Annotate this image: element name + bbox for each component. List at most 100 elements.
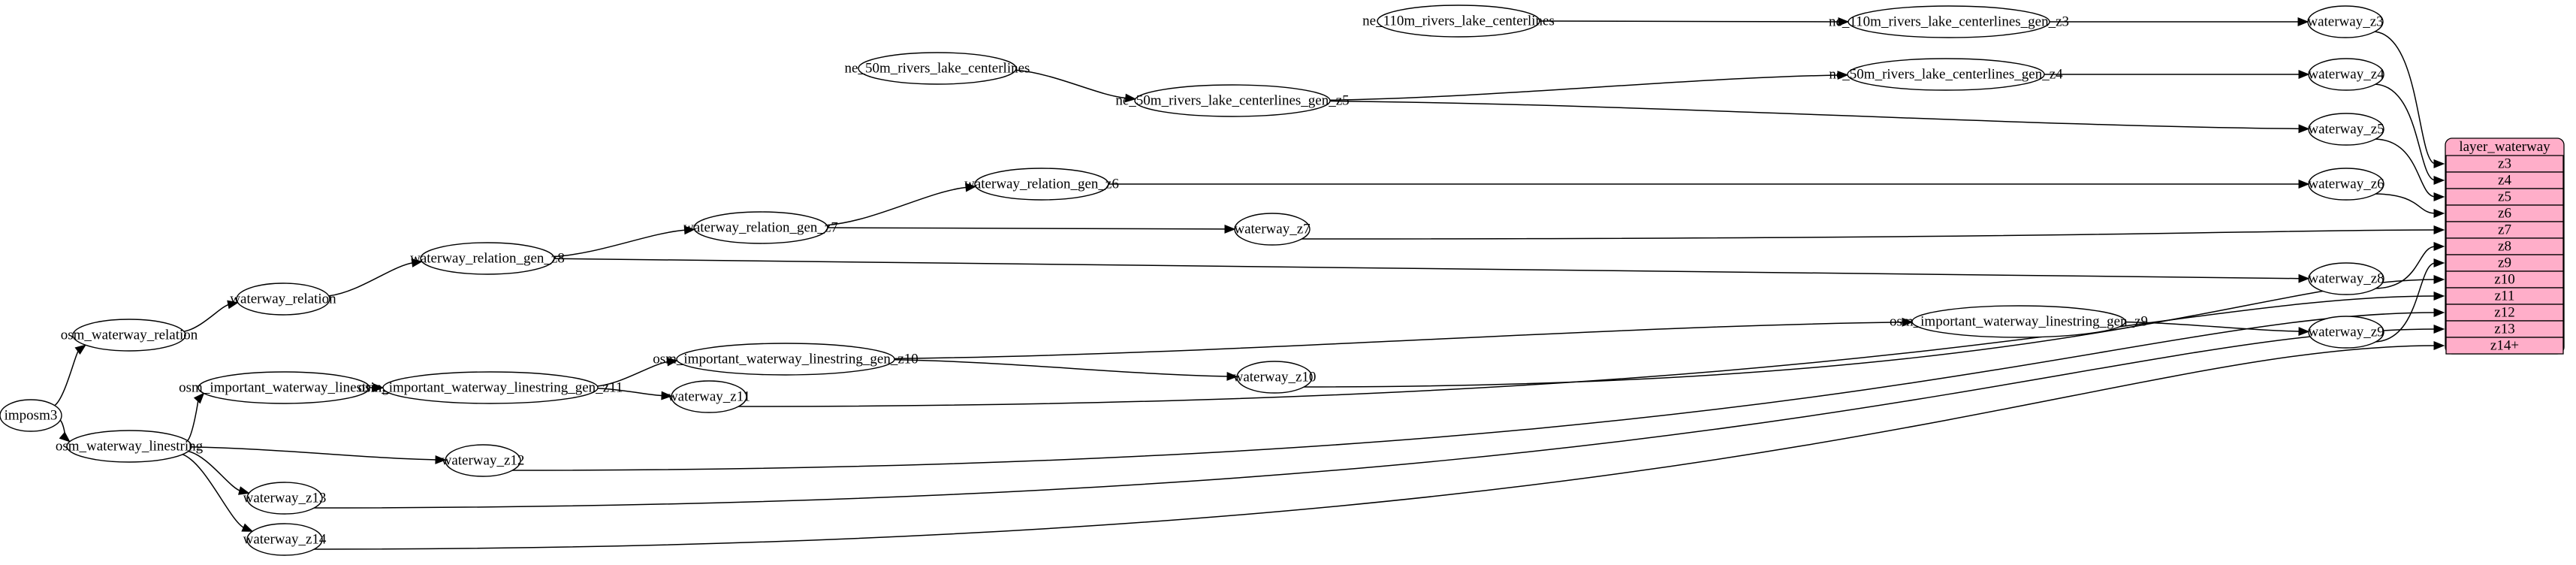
graph-node-waterway_relation_gen_z6[interactable]: waterway_relation_gen_z6 [964,168,1119,201]
layer-table-row-z11[interactable] [2445,287,2564,305]
layer-table-row-z5[interactable] [2445,188,2564,206]
graph-node-waterway_z3[interactable]: waterway_z3 [2307,5,2384,38]
graph-node-waterway_z12[interactable]: waterway_z12 [442,444,525,477]
node-ellipse-waterway_relation_gen_z7[interactable] [693,211,828,244]
layer-table-row-z7[interactable] [2445,221,2564,239]
edge-arrowhead-icon [2298,124,2310,134]
graph-node-ne_50m_rivers_lake_centerlines[interactable]: ne_50m_rivers_lake_centerlines [845,52,1030,85]
node-ellipse-waterway_z3[interactable] [2307,5,2384,38]
layer-table-row-z8[interactable] [2445,237,2564,255]
graph-node-osm_important_waterway_linestring_gen_z9[interactable]: osm_important_waterway_linestring_gen_z9 [1890,305,2148,338]
graph-node-waterway_z9[interactable]: waterway_z9 [2308,316,2384,349]
node-ellipse-ne_50m_rivers_lake_centerlines_gen_z5[interactable] [1134,84,1331,117]
edge-arrowhead-icon [2433,242,2445,251]
edge-osm_waterway_linestring-to-waterway_z14 [182,454,246,529]
node-ellipse-osm_important_waterway_linestring_gen_z11[interactable] [382,371,599,404]
graph-node-waterway_z4[interactable]: waterway_z4 [2308,58,2384,91]
node-ellipse-waterway_relation_gen_z6[interactable] [974,168,1109,201]
edge-waterway_z10-to-layer_waterway-z10 [1301,279,2436,388]
graph-node-ne_110m_rivers_lake_centerlines[interactable]: ne_110m_rivers_lake_centerlines [1362,5,1555,38]
edge-ne_50m_rivers_lake_centerlines-to-ne_50m_rivers_lake_centerlines_gen_z5 [1015,69,1127,99]
graph-node-waterway_z6[interactable]: waterway_z6 [2308,168,2384,201]
edge-arrowhead-icon [2433,341,2445,350]
graph-node-osm_waterway_linestring[interactable]: osm_waterway_linestring [56,430,204,463]
edge-arrowhead-icon [2433,275,2445,284]
graph-node-osm_important_waterway_linestring_gen_z10[interactable]: osm_important_waterway_linestring_gen_z1… [653,343,918,376]
layer-table-row-z3[interactable] [2445,155,2564,173]
graph-node-waterway_relation_gen_z7[interactable]: waterway_relation_gen_z7 [683,211,838,244]
edge-waterway_relation_gen_z8-to-waterway_z8 [554,258,2301,279]
node-ellipse-osm_important_waterway_linestring[interactable] [198,371,370,404]
graph-node-waterway_z7[interactable]: waterway_z7 [1234,213,1311,246]
graph-node-ne_50m_rivers_lake_centerlines_gen_z4[interactable]: ne_50m_rivers_lake_centerlines_gen_z4 [1829,58,2063,91]
edge-arrowhead-icon [227,300,239,310]
edge-arrowhead-icon [238,486,250,495]
layer-table-row-z12[interactable] [2445,304,2564,322]
edge-arrowhead-icon [2433,225,2445,234]
edge-ne_50m_rivers_lake_centerlines_gen_z5-to-waterway_z5 [1329,100,2301,130]
graph-node-waterway_z8[interactable]: waterway_z8 [2308,262,2384,295]
graph-node-ne_110m_rivers_lake_centerlines_gen_z3[interactable]: ne_110m_rivers_lake_centerlines_gen_z3 [1829,5,2069,38]
edge-arrowhead-icon [683,225,695,235]
graph-node-osm_important_waterway_linestring[interactable]: osm_important_waterway_linestring [179,371,389,404]
graph-node-waterway_z13[interactable]: waterway_z13 [243,482,327,515]
node-ellipse-waterway_z11[interactable] [671,380,747,413]
node-ellipse-waterway_z13[interactable] [246,482,323,515]
edge-waterway_relation_gen_z8-to-waterway_relation_gen_z7 [554,229,686,258]
layer-table-row-z10[interactable] [2445,270,2564,289]
node-ellipse-waterway_z4[interactable] [2308,58,2384,91]
edge-ne_110m_rivers_lake_centerlines-to-ne_110m_rivers_lake_centerlines_gen_z3 [1539,20,1841,23]
node-ellipse-waterway_z5[interactable] [2308,113,2384,146]
layer-table-row-z6[interactable] [2445,204,2564,222]
node-ellipse-ne_110m_rivers_lake_centerlines_gen_z3[interactable] [1848,5,2050,38]
graph-node-waterway_relation[interactable]: waterway_relation [230,282,336,316]
graph-node-waterway_z5[interactable]: waterway_z5 [2308,113,2384,146]
edge-arrowhead-icon [2433,159,2445,168]
node-ellipse-waterway_z12[interactable] [445,444,521,477]
edge-arrowhead-icon [2298,273,2310,283]
edge-arrowhead-icon [1124,93,1137,103]
node-ellipse-osm_waterway_linestring[interactable] [66,430,192,463]
edge-arrowhead-icon [1226,372,1238,381]
layer-table-row-z9[interactable] [2445,254,2564,272]
edge-arrowhead-icon [2433,209,2445,218]
node-ellipse-osm_waterway_relation[interactable] [72,319,186,352]
graph-node-osm_important_waterway_linestring_gen_z11[interactable]: osm_important_waterway_linestring_gen_z1… [358,371,623,404]
node-ellipse-osm_important_waterway_linestring_gen_z9[interactable] [1911,305,2126,338]
graph-node-waterway_relation_gen_z8[interactable]: waterway_relation_gen_z8 [410,242,565,275]
node-ellipse-ne_110m_rivers_lake_centerlines[interactable] [1377,5,1540,38]
node-ellipse-waterway_relation[interactable] [236,282,330,316]
edge-waterway_relation-to-waterway_relation_gen_z8 [328,261,414,297]
edge-arrowhead-icon [435,455,447,464]
node-ellipse-osm_important_waterway_linestring_gen_z10[interactable] [676,343,895,376]
edge-arrowhead-icon [193,392,205,404]
node-ellipse-ne_50m_rivers_lake_centerlines[interactable] [858,52,1017,85]
edge-arrowhead-icon [74,344,86,355]
node-ellipse-waterway_z8[interactable] [2308,262,2384,295]
node-ellipse-waterway_z9[interactable] [2308,316,2384,349]
node-ellipse-waterway_z10[interactable] [1236,361,1313,394]
node-ellipse-waterway_z14[interactable] [246,523,323,556]
node-ellipse-ne_50m_rivers_lake_centerlines_gen_z4[interactable] [1847,58,2045,91]
layer-table-row-z4[interactable] [2445,171,2564,189]
edge-osm_important_waterway_linestring_gen_z10-to-osm_important_waterway_linestring_gen_z9 [894,322,1905,360]
graph-node-waterway_z10[interactable]: waterway_z10 [1233,361,1317,394]
edge-arrowhead-icon [666,357,679,367]
node-ellipse-waterway_relation_gen_z8[interactable] [420,242,555,275]
layer-table-row-z14+[interactable] [2445,337,2564,355]
node-ellipse-imposm3[interactable] [0,399,62,432]
graph-node-waterway_z14[interactable]: waterway_z14 [243,523,327,556]
graph-node-ne_50m_rivers_lake_centerlines_gen_z5[interactable]: ne_50m_rivers_lake_centerlines_gen_z5 [1115,84,1350,117]
edge-arrowhead-icon [1838,17,1850,26]
edges-layer [54,17,2445,550]
edge-osm_important_waterway_linestring_gen_z11-to-waterway_z11 [597,388,664,397]
graph-node-imposm3[interactable]: imposm3 [0,399,62,432]
node-ellipse-waterway_z6[interactable] [2308,168,2384,201]
layer-table-row-z13[interactable] [2445,320,2564,338]
graph-node-waterway_z11[interactable]: waterway_z11 [668,380,750,413]
edge-osm_waterway_linestring-to-waterway_z12 [191,446,438,461]
node-ellipse-waterway_z7[interactable] [1234,213,1311,246]
edge-arrowhead-icon [2433,176,2445,185]
